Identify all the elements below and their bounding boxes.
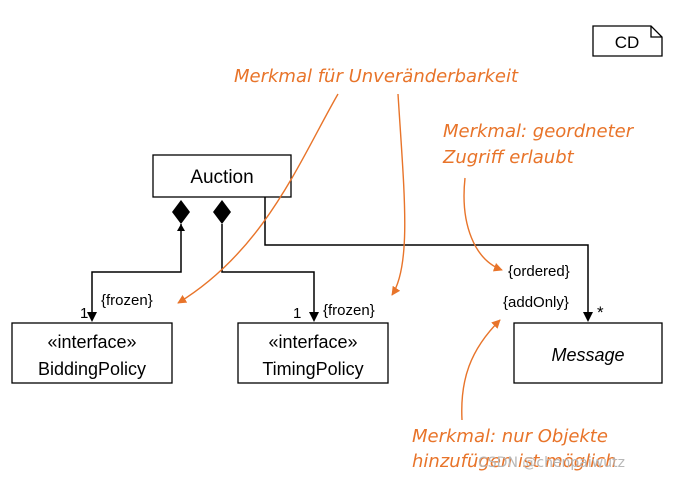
annotation-ordered: Merkmal: geordneter Zugriff erlaubt: [442, 121, 635, 272]
annotation-frozen: Merkmal für Unveränderbarkeit: [177, 66, 519, 304]
association-bidding: 1 {frozen}: [80, 200, 190, 322]
navigation-arrowhead-timing: [309, 312, 319, 322]
property-frozen-bidding: {frozen}: [101, 292, 153, 309]
class-timing-policy-stereotype: «interface»: [268, 332, 357, 352]
annotation-ordered-line2: Zugriff erlaubt: [442, 147, 575, 168]
class-bidding-policy-stereotype: «interface»: [47, 332, 136, 352]
watermark: CSDN @chenpaiwutz: [478, 455, 625, 471]
association-message: {ordered} {addOnly} *: [264, 197, 604, 322]
composition-diamond-timing: [213, 200, 231, 224]
navigation-arrowhead-message: [583, 312, 593, 322]
class-bidding-policy-name: BiddingPolicy: [38, 359, 146, 379]
multiplicity-timing: 1: [293, 305, 301, 322]
annotation-arrow-to-bidding-frozen: [177, 93, 339, 304]
annotation-addonly-line1: Merkmal: nur Objekte: [412, 426, 608, 447]
class-auction: Auction: [152, 154, 292, 198]
class-message: Message: [513, 322, 663, 384]
class-timing-policy-name: TimingPolicy: [262, 359, 363, 379]
annotation-frozen-text: Merkmal für Unveränderbarkeit: [234, 66, 519, 87]
property-addonly: {addOnly}: [503, 294, 569, 311]
property-frozen-timing: {frozen}: [323, 302, 375, 319]
class-timing-policy: «interface» TimingPolicy: [237, 322, 389, 384]
navigation-arrowhead-bidding: [87, 312, 97, 322]
diagram-type-label: CD: [615, 33, 640, 52]
class-bidding-policy: «interface» BiddingPolicy: [11, 322, 173, 384]
class-auction-name: Auction: [190, 167, 253, 188]
class-message-name: Message: [551, 345, 624, 365]
diagram-type-tag: CD: [592, 25, 663, 57]
annotation-arrow-to-timing-frozen: [391, 93, 406, 296]
annotation-arrow-to-addonly: [461, 319, 501, 421]
annotation-arrow-to-ordered: [463, 177, 503, 272]
composition-diamond-bidding: [172, 200, 190, 224]
multiplicity-bidding: 1: [80, 305, 88, 322]
annotation-ordered-line1: Merkmal: geordneter: [443, 121, 635, 142]
association-timing: 1 {frozen}: [213, 200, 375, 322]
annotation-addonly: Merkmal: nur Objekte hinzufügen ist mögl…: [412, 319, 617, 472]
annotation-addonly-line2: hinzufügen ist möglich: [412, 451, 617, 472]
multiplicity-message: *: [597, 303, 604, 322]
property-ordered: {ordered}: [508, 263, 570, 280]
